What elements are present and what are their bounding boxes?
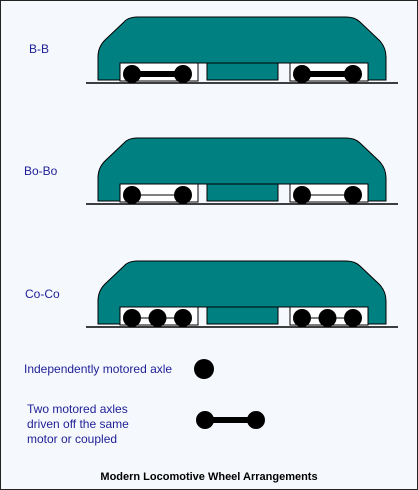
wheel-bo-bo — [344, 186, 362, 204]
legend-coupled-line1: Two motored axles — [27, 402, 128, 416]
wheel-b-b — [344, 65, 362, 83]
wheel-b-b — [174, 65, 192, 83]
wheel-b-b — [123, 65, 141, 83]
legend-coupled-line2: driven off the same — [27, 417, 129, 431]
equipment-box-bo-bo — [206, 183, 279, 202]
wheel-co-co — [344, 309, 362, 327]
wheel-bo-bo — [123, 186, 141, 204]
wheel-co-co — [123, 309, 141, 327]
legend-coupled-line3: motor or coupled — [27, 432, 118, 446]
legend-single-wheel-icon — [194, 359, 214, 379]
legend-coupled-wheel-icon — [196, 411, 214, 429]
legend-coupled-text: Two motored axles driven off the same mo… — [27, 402, 129, 447]
locomotive-body-bo-bo — [97, 137, 387, 202]
equipment-box-b-b — [206, 62, 279, 81]
legend-independent-text: Independently motored axle — [24, 362, 173, 376]
wheel-co-co — [148, 309, 167, 327]
locomotive-body-b-b — [97, 16, 387, 81]
wheel-b-b — [293, 65, 311, 83]
wheel-co-co — [293, 309, 311, 327]
diagram-caption: Modern Locomotive Wheel Arrangements — [100, 471, 318, 483]
equipment-box-co-co — [206, 306, 279, 325]
wheel-co-co — [174, 309, 192, 327]
legend-coupled-wheel-icon — [247, 411, 265, 429]
label-bo-bo: Bo-Bo — [24, 164, 58, 178]
wheel-bo-bo — [293, 186, 311, 204]
locomotive-body-co-co — [97, 260, 387, 325]
wheel-co-co — [318, 309, 337, 327]
label-b-b: B-B — [29, 42, 50, 56]
label-co-co: Co-Co — [25, 287, 60, 301]
wheel-bo-bo — [174, 186, 192, 204]
